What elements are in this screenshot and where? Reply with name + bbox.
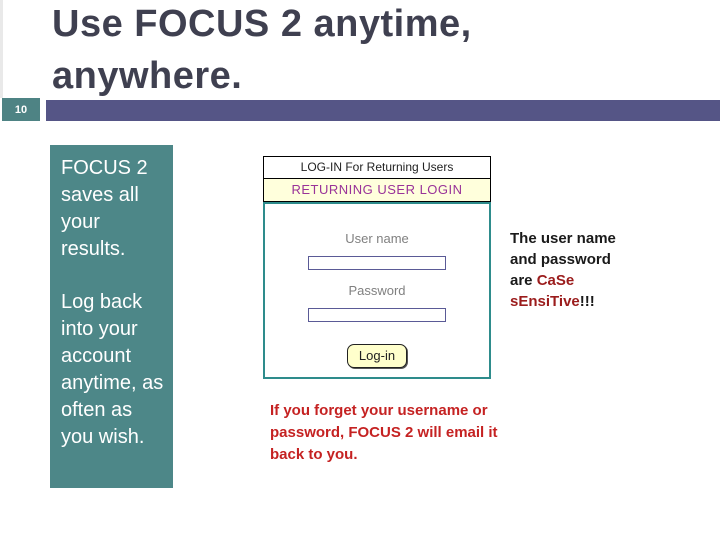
slide-title: Use FOCUS 2 anytime, anywhere. xyxy=(52,3,472,97)
login-form-body: User name Password Log-in xyxy=(263,202,491,379)
sidebar-note-paragraph-2: Log back into your account anytime, as o… xyxy=(61,291,164,448)
case-sensitive-note: The user name and password are CaSe sEns… xyxy=(510,228,620,312)
username-label: User name xyxy=(345,231,409,246)
login-form-header-secondary: RETURNING USER LOGIN xyxy=(263,179,491,202)
sidebar-note-paragraph-1: FOCUS 2 saves all your results. xyxy=(61,157,148,260)
case-note-highlight: CaSe sEnsiTive xyxy=(510,272,580,310)
password-input[interactable] xyxy=(308,308,446,322)
title-accent-bar xyxy=(46,100,720,121)
slide-number-text: 10 xyxy=(14,103,28,116)
username-input[interactable] xyxy=(308,256,446,270)
login-form-header-primary: LOG-IN For Returning Users xyxy=(263,156,491,179)
login-button[interactable]: Log-in xyxy=(346,344,408,368)
slide-edge-strip xyxy=(0,0,3,98)
password-label: Password xyxy=(348,283,406,298)
slide-number-badge: 10 xyxy=(2,98,40,121)
login-form: LOG-IN For Returning Users RETURNING USE… xyxy=(263,156,491,379)
forgot-password-note: If you forget your username or password,… xyxy=(270,402,498,463)
sidebar-note-box: FOCUS 2 saves all your results. Log back… xyxy=(50,145,173,488)
case-note-suffix: !!! xyxy=(579,293,595,310)
case-note-prefix: The user name and password are xyxy=(510,230,616,289)
